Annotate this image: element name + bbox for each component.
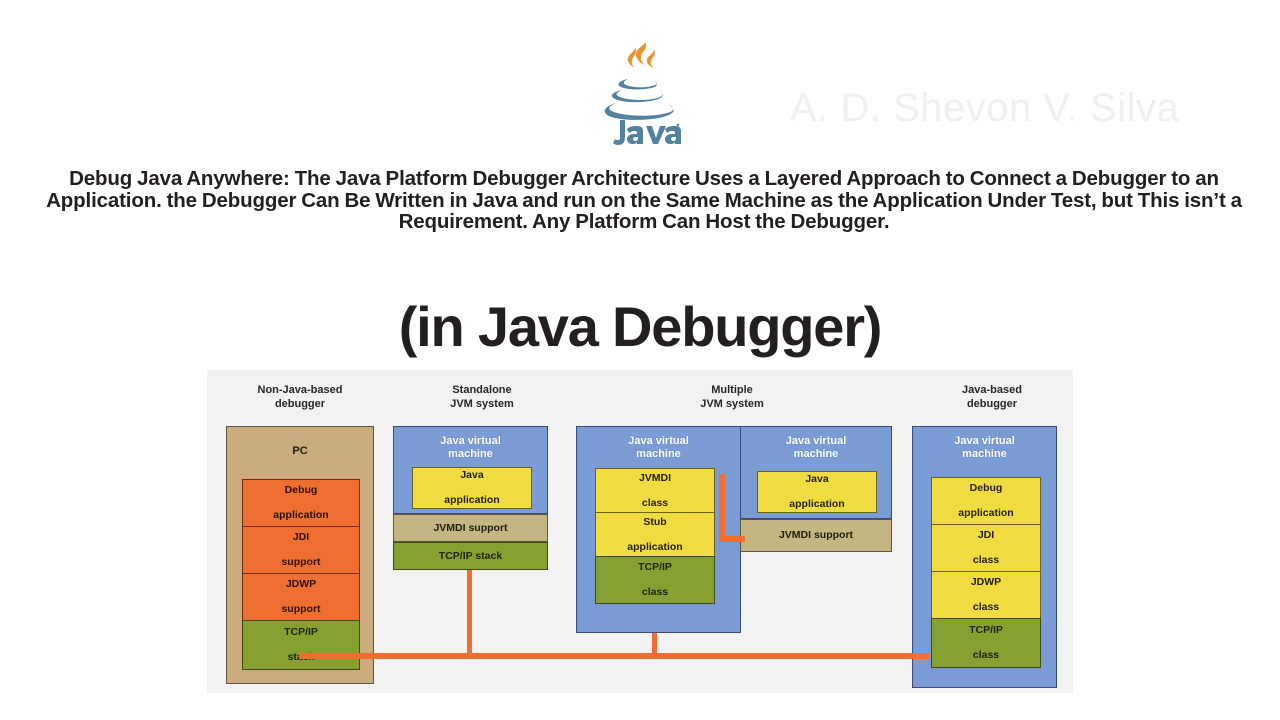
header: A. D. Shevon V. Silva [0,0,1280,160]
multiple-jvm-left-label: Java virtual machine [577,435,740,461]
box-line-1: JDWP [970,576,1002,589]
box-line-1: JDWP [285,578,317,591]
box-tcpip-class-multiple: TCP/IP class [595,556,715,604]
standalone-jvm-label: Java virtual machine [394,435,547,461]
panel-label-line-2: machine [962,448,1007,460]
caption-line-2: debugger [274,397,326,410]
multiple-jvm-right-label: Java virtual machine [741,435,891,461]
box-line-2: application [273,509,329,522]
caption-line-2: JVM system [450,397,514,410]
box-line-2: application [444,494,500,507]
box-line-1: TCP/IP [638,561,672,574]
pc-panel: PC Debug application JDI support JDWP su… [226,426,374,684]
box-line-2: class [641,496,669,509]
caption-line-2: debugger [966,397,1018,410]
box-line-2: application [789,498,845,511]
connector-jvmdi-horizontal [719,536,745,542]
page-title: (in Java Debugger) [398,295,883,358]
java-debugger-jvm-panel: Java virtual machine Debug application J… [912,426,1057,688]
panel-label-line-1: Java virtual [440,435,501,447]
box-line-1: Stub [643,515,667,528]
box-line-2: class [972,554,1000,567]
box-line-2: class [641,586,669,599]
column-caption-multiple-jvm: Multiple JVM system [647,384,817,411]
box-line-2: support [281,556,321,569]
connector-network-bus [299,653,929,659]
connector-jvmdi-vertical [719,474,725,542]
box-line-1: Debug [969,482,1003,495]
box-line-1: JDI [977,529,995,542]
box-line-1: Java [460,469,484,482]
box-line-1: Java [805,473,829,486]
box-line-1: Debug [284,484,318,497]
box-java-application-multiple: Java application [757,471,877,513]
java-debugger-jvm-label: Java virtual machine [913,435,1056,461]
box-debug-application: Debug application [242,479,360,527]
box-line-1: TCP/IP [284,626,318,639]
box-jdi-support: JDI support [242,526,360,574]
box-line-2: class [972,649,1000,662]
caption-line-1: Standalone [452,384,512,396]
pc-panel-label: PC [292,445,308,457]
connector-multiple-to-bus [652,633,657,657]
column-caption-standalone-jvm: Standalone JVM system [397,384,567,411]
panel-label-line-1: Java virtual [954,435,1015,447]
caption-line-1: Java-based [962,384,1022,396]
caption-line-2: JVM system [700,397,764,410]
box-label: JVMDI support [433,521,508,534]
author-watermark: A. D. Shevon V. Silva [790,86,1180,130]
multiple-jvm-left-panel: Java virtual machine JVMDI class Stub ap… [576,426,741,633]
box-jdwp-class: JDWP class [931,571,1041,619]
box-label: TCP/IP stack [438,549,503,562]
panel-label-line-1: Java virtual [628,435,689,447]
box-stub-application: Stub application [595,512,715,557]
panel-label-line-1: Java virtual [785,435,847,447]
standalone-jvm-panel: Java virtual machine Java application [393,426,548,514]
box-jdi-class: JDI class [931,524,1041,572]
multiple-jvm-right-panel: Java virtual machine Java application [740,426,892,519]
page-subtitle: Debug Java Anywhere: The Java Platform D… [46,167,1242,233]
caption-line-1: Non-Java-based [257,384,343,396]
box-jvmdi-support-standalone: JVMDI support [393,514,548,542]
column-caption-java-debugger: Java-based debugger [907,384,1077,411]
box-line-1: TCP/IP [969,624,1003,637]
box-jvmdi-support-multiple: JVMDI support [740,519,892,552]
box-jvmdi-class: JVMDI class [595,468,715,513]
box-debug-application-java: Debug application [931,477,1041,525]
box-line-2: application [958,507,1014,520]
box-line-2: support [281,603,321,616]
panel-label-line-2: machine [636,448,681,460]
panel-label-line-2: machine [793,448,839,460]
connector-standalone-to-bus [467,570,472,656]
box-jdwp-support: JDWP support [242,573,360,621]
box-tcpip-stack: TCP/IP stack [242,620,360,670]
panel-label-line-2: machine [448,448,493,460]
box-line-1: JDI [292,531,310,544]
box-tcpip-class-java: TCP/IP class [931,618,1041,668]
box-tcpip-stack-standalone: TCP/IP stack [393,542,548,570]
box-line-2: class [972,601,1000,614]
jpda-architecture-diagram: Non-Java-based debugger Standalone JVM s… [207,370,1073,693]
column-caption-non-java-debugger: Non-Java-based debugger [215,384,385,411]
box-java-application-standalone: Java application [412,467,532,509]
box-line-2: application [627,540,683,553]
caption-line-1: Multiple [711,384,753,396]
box-line-1: JVMDI [638,471,672,484]
box-label: JVMDI support [778,529,854,542]
java-logo [604,36,682,146]
